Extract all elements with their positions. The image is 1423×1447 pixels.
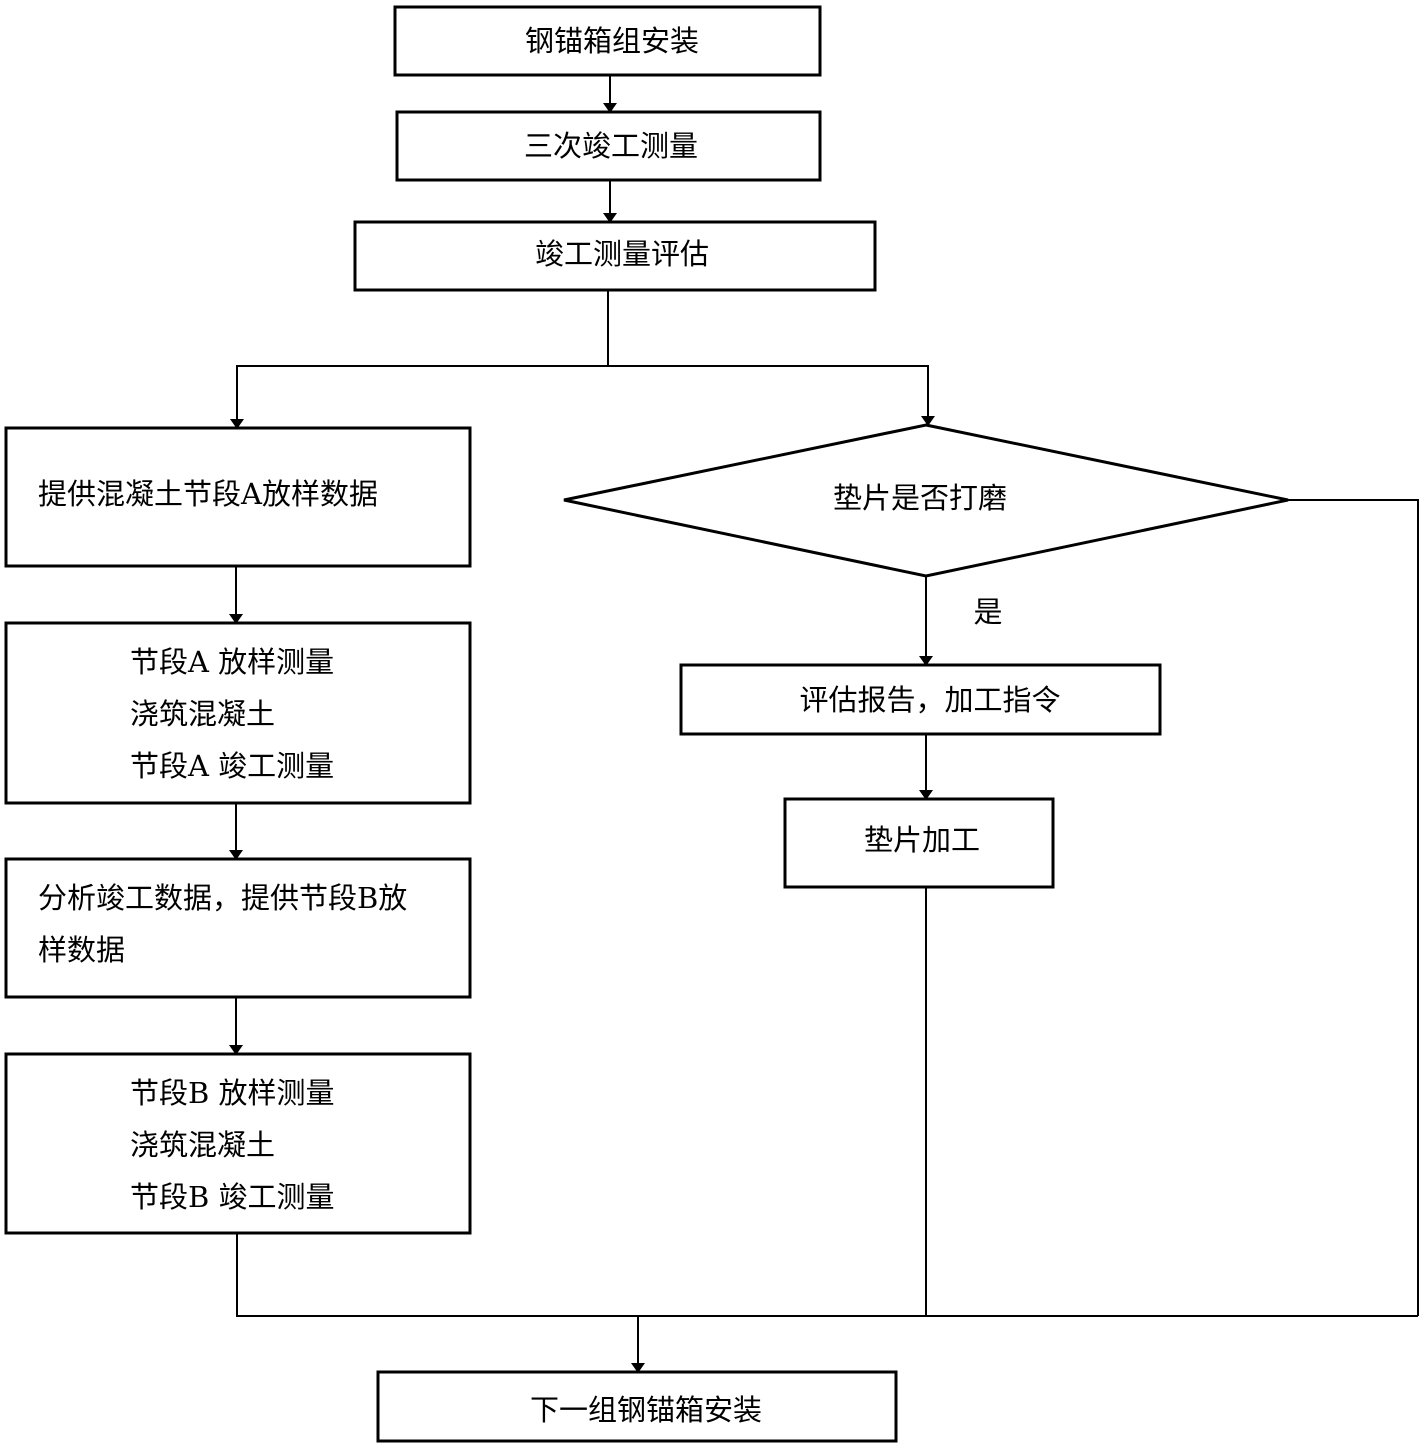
node-label-line-2: 浇筑混凝土 xyxy=(130,697,275,731)
node-label-line-2: 样数据 xyxy=(38,933,125,967)
edge-split-n4 xyxy=(230,365,608,429)
node-evaluation-report: 评估报告，加工指令 xyxy=(679,663,1162,736)
node-label: 三次竣工测量 xyxy=(524,129,698,163)
node-label-line-3: 节段B 竣工测量 xyxy=(130,1180,335,1214)
node-shim-machining: 垫片加工 xyxy=(783,797,1055,889)
node-label: 下一组钢锚箱安装 xyxy=(530,1393,762,1427)
node-label: 竣工测量评估 xyxy=(535,237,709,271)
edge-split-decision xyxy=(608,365,935,426)
node-survey-evaluation: 竣工测量评估 xyxy=(353,220,877,292)
decision-diamond xyxy=(563,423,1289,578)
edge-n7-merge xyxy=(236,1233,1418,1317)
node-label-line-1: 节段A 放样测量 xyxy=(130,645,334,679)
node-label: 钢锚箱组安装 xyxy=(525,24,699,58)
decision-shim-grinding: 垫片是否打磨 xyxy=(563,423,1289,578)
node-analyze-provide-segment-b-data: 分析竣工数据，提供节段B放 样数据 xyxy=(4,857,472,999)
node-segment-a-process: 节段A 放样测量 浇筑混凝土 节段A 竣工测量 xyxy=(4,621,472,805)
node-label: 垫片是否打磨 xyxy=(833,481,1007,515)
node-label-line-2: 浇筑混凝土 xyxy=(130,1128,275,1162)
node-label-line-1: 分析竣工数据，提供节段B放 xyxy=(38,881,407,915)
edge-decision-no-merge xyxy=(1288,499,1419,1316)
node-steel-anchor-box-install: 钢锚箱组安装 xyxy=(393,5,822,77)
node-label: 垫片加工 xyxy=(864,823,980,857)
node-label-line-3: 节段A 竣工测量 xyxy=(130,749,334,783)
node-segment-b-process: 节段B 放样测量 浇筑混凝土 节段B 竣工测量 xyxy=(4,1052,472,1235)
node-third-completion-survey: 三次竣工测量 xyxy=(395,110,822,182)
node-label-line-1: 节段B 放样测量 xyxy=(130,1076,335,1110)
node-label: 提供混凝土节段A放样数据 xyxy=(38,477,378,511)
edges xyxy=(229,75,1419,1373)
edge-label-yes: 是 xyxy=(973,595,1002,629)
node-provide-segment-a-data: 提供混凝土节段A放样数据 xyxy=(4,426,472,568)
node-next-anchor-box-install: 下一组钢锚箱安装 xyxy=(376,1370,898,1443)
node-label: 评估报告，加工指令 xyxy=(799,683,1060,717)
